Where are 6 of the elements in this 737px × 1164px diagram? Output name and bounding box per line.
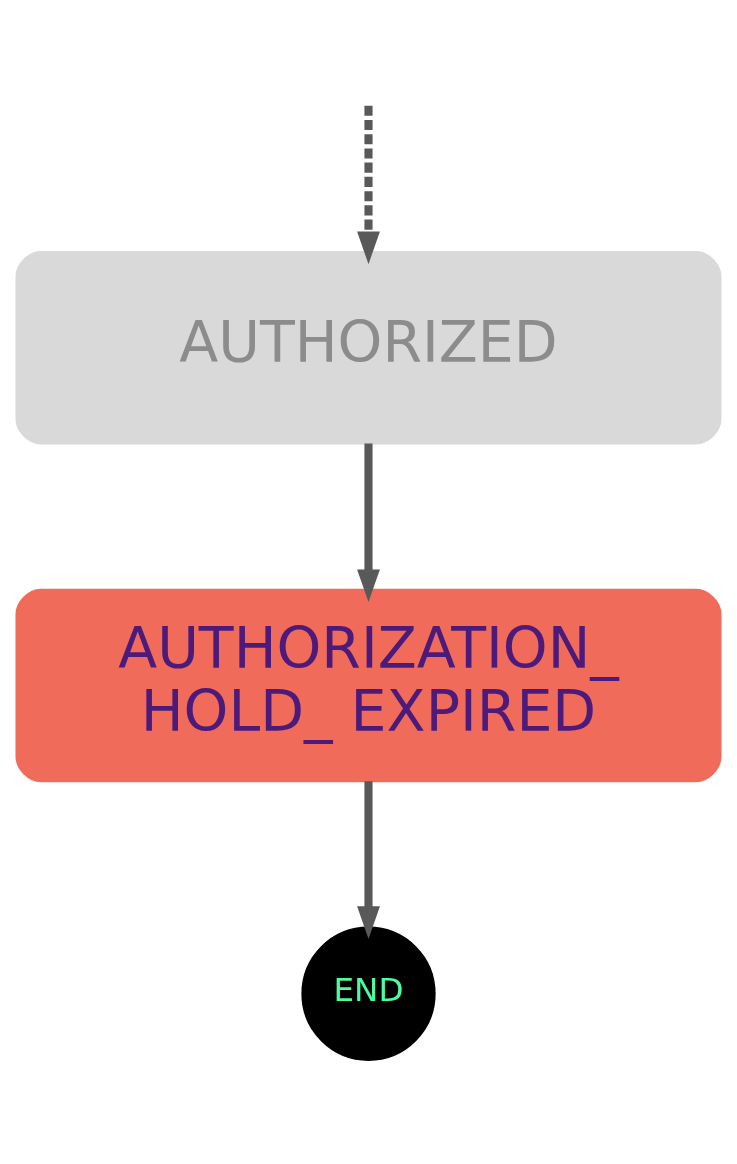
node-box: AUTHORIZED [15,251,722,445]
node-circle: END [301,926,436,1061]
arrow [357,443,380,603]
arrow [357,781,380,939]
arrow [357,105,380,265]
node-box: AUTHORIZATION_ HOLD_ EXPIRED [15,588,722,783]
